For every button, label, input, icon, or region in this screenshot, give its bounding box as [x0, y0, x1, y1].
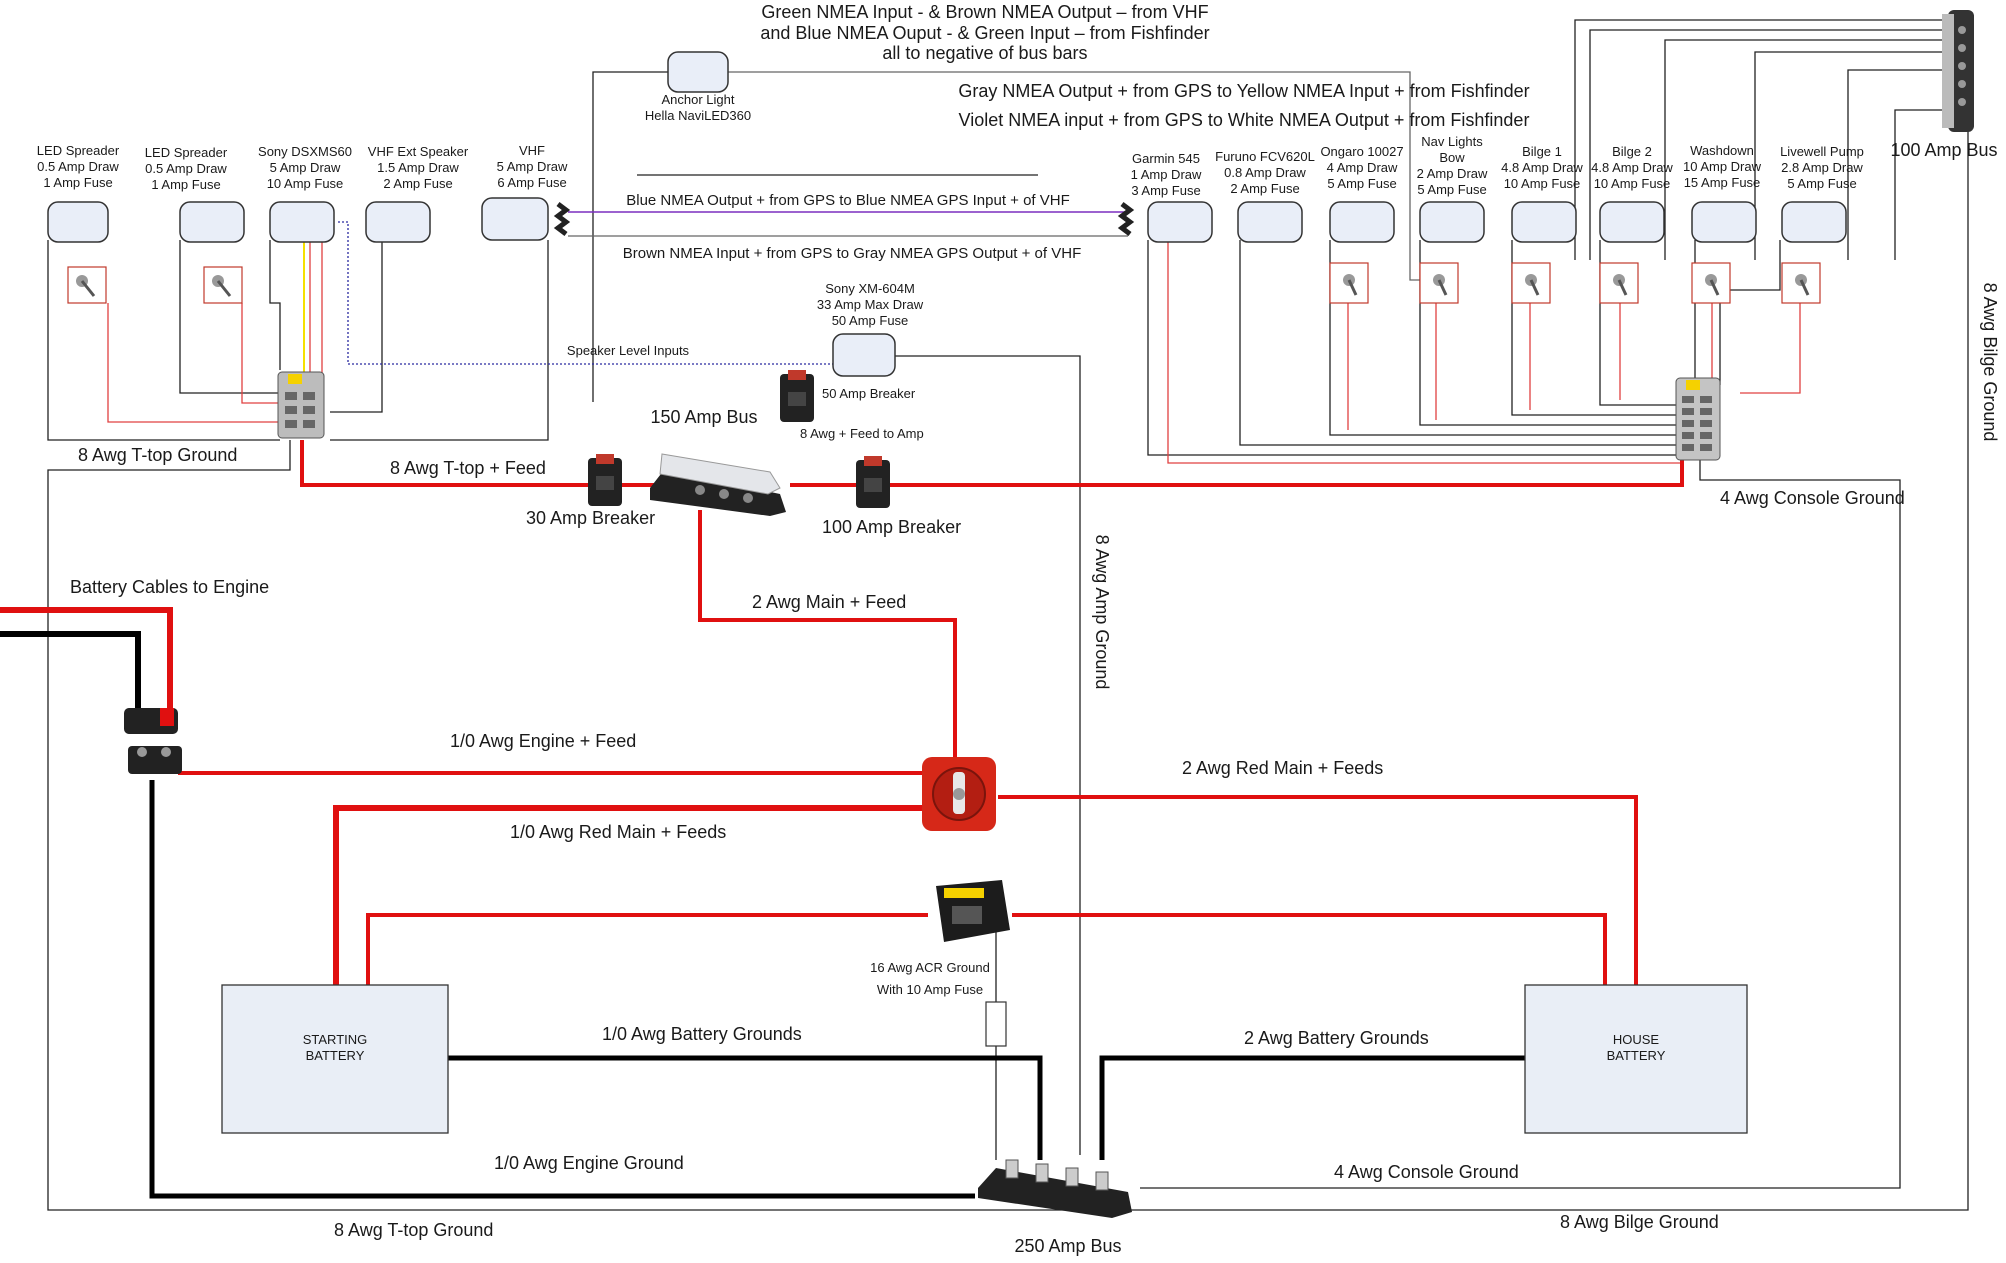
- ttop-ground-top-label: 8 Awg T-top Ground: [78, 445, 237, 465]
- nmea-note-line-3: all to negative of bus bars: [882, 43, 1087, 63]
- ttop-feed-label: 8 Awg T-top + Feed: [390, 458, 546, 478]
- breaker-100-icon: [856, 456, 890, 508]
- acr-icon: [936, 880, 1010, 942]
- nmea-note-line-2: and Blue NMEA Ouput - & Green Input – fr…: [760, 23, 1209, 43]
- bilge-ground-vertical-label: 8 Awg Bilge Ground: [1980, 283, 2000, 442]
- red-main-10awg-label: 1/0 Awg Red Main + Feeds: [510, 822, 726, 842]
- bus-150-label: 150 Amp Bus: [650, 407, 757, 427]
- thin-wiring: [47, 19, 1969, 1211]
- bus-100-label: 100 Amp Bus: [1890, 140, 1997, 160]
- ttop-ground-bottom-label: 8 Awg T-top Ground: [334, 1220, 493, 1240]
- amp-ground-vertical-label: 8 Awg Amp Ground: [1092, 535, 1112, 690]
- engine-feed-label: 1/0 Awg Engine + Feed: [450, 731, 636, 751]
- toggle-switch-icon: [1329, 262, 1369, 304]
- acr-ground-label: 16 Awg ACR Ground: [870, 960, 990, 975]
- bilge-ground-bottom-label: 8 Awg Bilge Ground: [1560, 1212, 1719, 1232]
- console-ground-bottom-label: 4 Awg Console Ground: [1334, 1162, 1519, 1182]
- toggle-switch-icon: [1599, 262, 1639, 304]
- toggle-switch-icon: [1419, 262, 1459, 304]
- toggle-switch-icon: [203, 266, 243, 304]
- heavy-wiring: [0, 372, 1684, 1199]
- wire-labels: 100 Amp Bus 150 Amp Bus 250 Amp Bus 50 A…: [70, 140, 2000, 1256]
- engine-terminal-icon: [124, 708, 182, 774]
- console-ground-top-label: 4 Awg Console Ground: [1720, 488, 1905, 508]
- toggle-switches: [67, 262, 1821, 304]
- bus-bar-150-icon: [650, 453, 786, 516]
- blue-nmea-note: Blue NMEA Output + from GPS to Blue NMEA…: [626, 192, 1070, 209]
- bus-bar-250-icon: [978, 1159, 1132, 1218]
- toggle-switch-icon: [1781, 262, 1821, 304]
- speaker-inputs-note: Speaker Level Inputs: [567, 343, 690, 358]
- fuse-block-right-icon: [1675, 377, 1721, 461]
- breaker-50-icon: [780, 370, 814, 422]
- inline-fuse-icon: [985, 1001, 1007, 1047]
- main-feed-2awg-label: 2 Awg Main + Feed: [752, 592, 906, 612]
- toggle-switch-icon: [1511, 262, 1551, 304]
- breaker-30-label: 30 Amp Breaker: [526, 508, 655, 528]
- house-battery: [1524, 984, 1748, 1134]
- starting-battery: [221, 984, 449, 1134]
- nmea-connector-icon: [553, 202, 1135, 236]
- breaker-30-icon: [588, 454, 622, 506]
- breaker-50-label: 50 Amp Breaker: [822, 386, 916, 401]
- fuse-block-left-icon: [277, 371, 325, 439]
- top-notes: Green NMEA Input - & Brown NMEA Output –…: [567, 2, 1530, 358]
- battery-cables-label: Battery Cables to Engine: [70, 577, 269, 597]
- battery-grounds-2-label: 2 Awg Battery Grounds: [1244, 1028, 1429, 1048]
- breaker-100-label: 100 Amp Breaker: [822, 517, 961, 537]
- brown-nmea-note: Brown NMEA Input + from GPS to Gray NMEA…: [623, 245, 1082, 262]
- bus-bar-100-icon: [1942, 10, 1974, 132]
- amp-feed-label: 8 Awg + Feed to Amp: [800, 426, 924, 441]
- toggle-switch-icon: [1691, 262, 1731, 304]
- bus-250-label: 250 Amp Bus: [1014, 1236, 1121, 1256]
- gray-nmea-note: Gray NMEA Output + from GPS to Yellow NM…: [958, 81, 1529, 101]
- battery-switch-icon: [922, 757, 996, 831]
- red-main-2awg-label: 2 Awg Red Main + Feeds: [1182, 758, 1383, 778]
- nmea-note-line-1: Green NMEA Input - & Brown NMEA Output –…: [761, 2, 1208, 22]
- acr-fuse-label: With 10 Amp Fuse: [877, 982, 983, 997]
- battery-grounds-10-label: 1/0 Awg Battery Grounds: [602, 1024, 802, 1044]
- violet-nmea-note: Violet NMEA input + from GPS to White NM…: [959, 110, 1530, 130]
- fuse-boxes: [47, 51, 1847, 377]
- engine-ground-label: 1/0 Awg Engine Ground: [494, 1153, 684, 1173]
- toggle-switch-icon: [67, 266, 107, 304]
